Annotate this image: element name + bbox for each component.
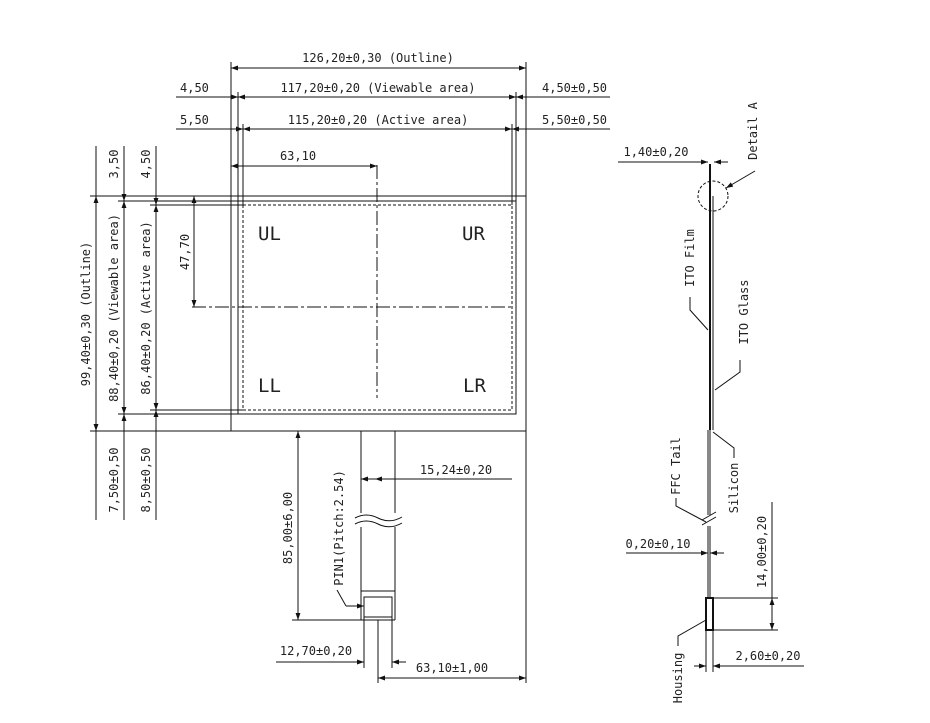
right-active-margin: 5,50±0,50 <box>542 113 607 127</box>
ffc-thickness-label: 0,20±0,10 <box>625 537 690 551</box>
ito-film-label: ITO Film <box>683 229 697 287</box>
viewable-width-label: 117,20±0,20 (Viewable area) <box>280 81 475 95</box>
ffc-tail <box>354 431 403 621</box>
corner-ll: LL <box>258 375 281 397</box>
tail-position-label: 63,10±1,00 <box>416 661 488 675</box>
tail-length-label: 85,00±6,00 <box>281 492 295 564</box>
corner-ul: UL <box>258 223 281 245</box>
pin1-label: PIN1(Pitch:2.54) <box>332 470 346 586</box>
bottom-active-margin: 8,50±0,50 <box>139 447 153 512</box>
left-active-margin: 5,50 <box>180 113 209 127</box>
left-viewable-margin: 4,50 <box>180 81 209 95</box>
housing-rect <box>705 597 714 631</box>
center-x-label: 63,10 <box>280 149 316 163</box>
corner-ur: UR <box>462 223 485 245</box>
viewable-height-label: 88,40±0,20 (Viewable area) <box>107 214 121 402</box>
ito-glass-label: ITO Glass <box>737 279 751 344</box>
top-active-margin: 4,50 <box>139 150 153 179</box>
housing-length-label: 14,00±0,20 <box>755 516 769 588</box>
housing-label: Housing <box>671 653 685 704</box>
detail-a-circle <box>697 180 729 212</box>
corner-lr: LR <box>463 375 486 397</box>
connector-pin1 <box>363 596 393 618</box>
ffc-tail-label: FFC Tail <box>669 437 683 495</box>
front-view: UL UR LL LR 126,20±0,30 (Outline) 4,50 1… <box>79 51 610 683</box>
housing-width-label: 2,60±0,20 <box>735 649 800 663</box>
detail-a-label: Detail A <box>746 101 760 160</box>
outline-width-label: 126,20±0,30 (Outline) <box>302 51 454 65</box>
active-height-label: 86,40±0,20 (Active area) <box>139 221 153 394</box>
side-view: Detail A 1,40±0,20 ITO Film ITO Glass FF… <box>618 101 804 703</box>
top-viewable-margin: 3,50 <box>107 150 121 179</box>
right-viewable-margin: 4,50±0,50 <box>542 81 607 95</box>
active-width-label: 115,20±0,20 (Active area) <box>288 113 469 127</box>
top-thickness-label: 1,40±0,20 <box>623 145 688 159</box>
outline-height-label: 99,40±0,30 (Outline) <box>79 242 93 387</box>
tail-width-label: 15,24±0,20 <box>420 463 492 477</box>
bottom-viewable-margin: 7,50±0,50 <box>107 447 121 512</box>
silicon-label: Silicon <box>727 463 741 514</box>
outline-rect <box>230 195 527 432</box>
connector-width-label: 12,70±0,20 <box>280 644 352 658</box>
center-y-label: 47,70 <box>178 234 192 270</box>
